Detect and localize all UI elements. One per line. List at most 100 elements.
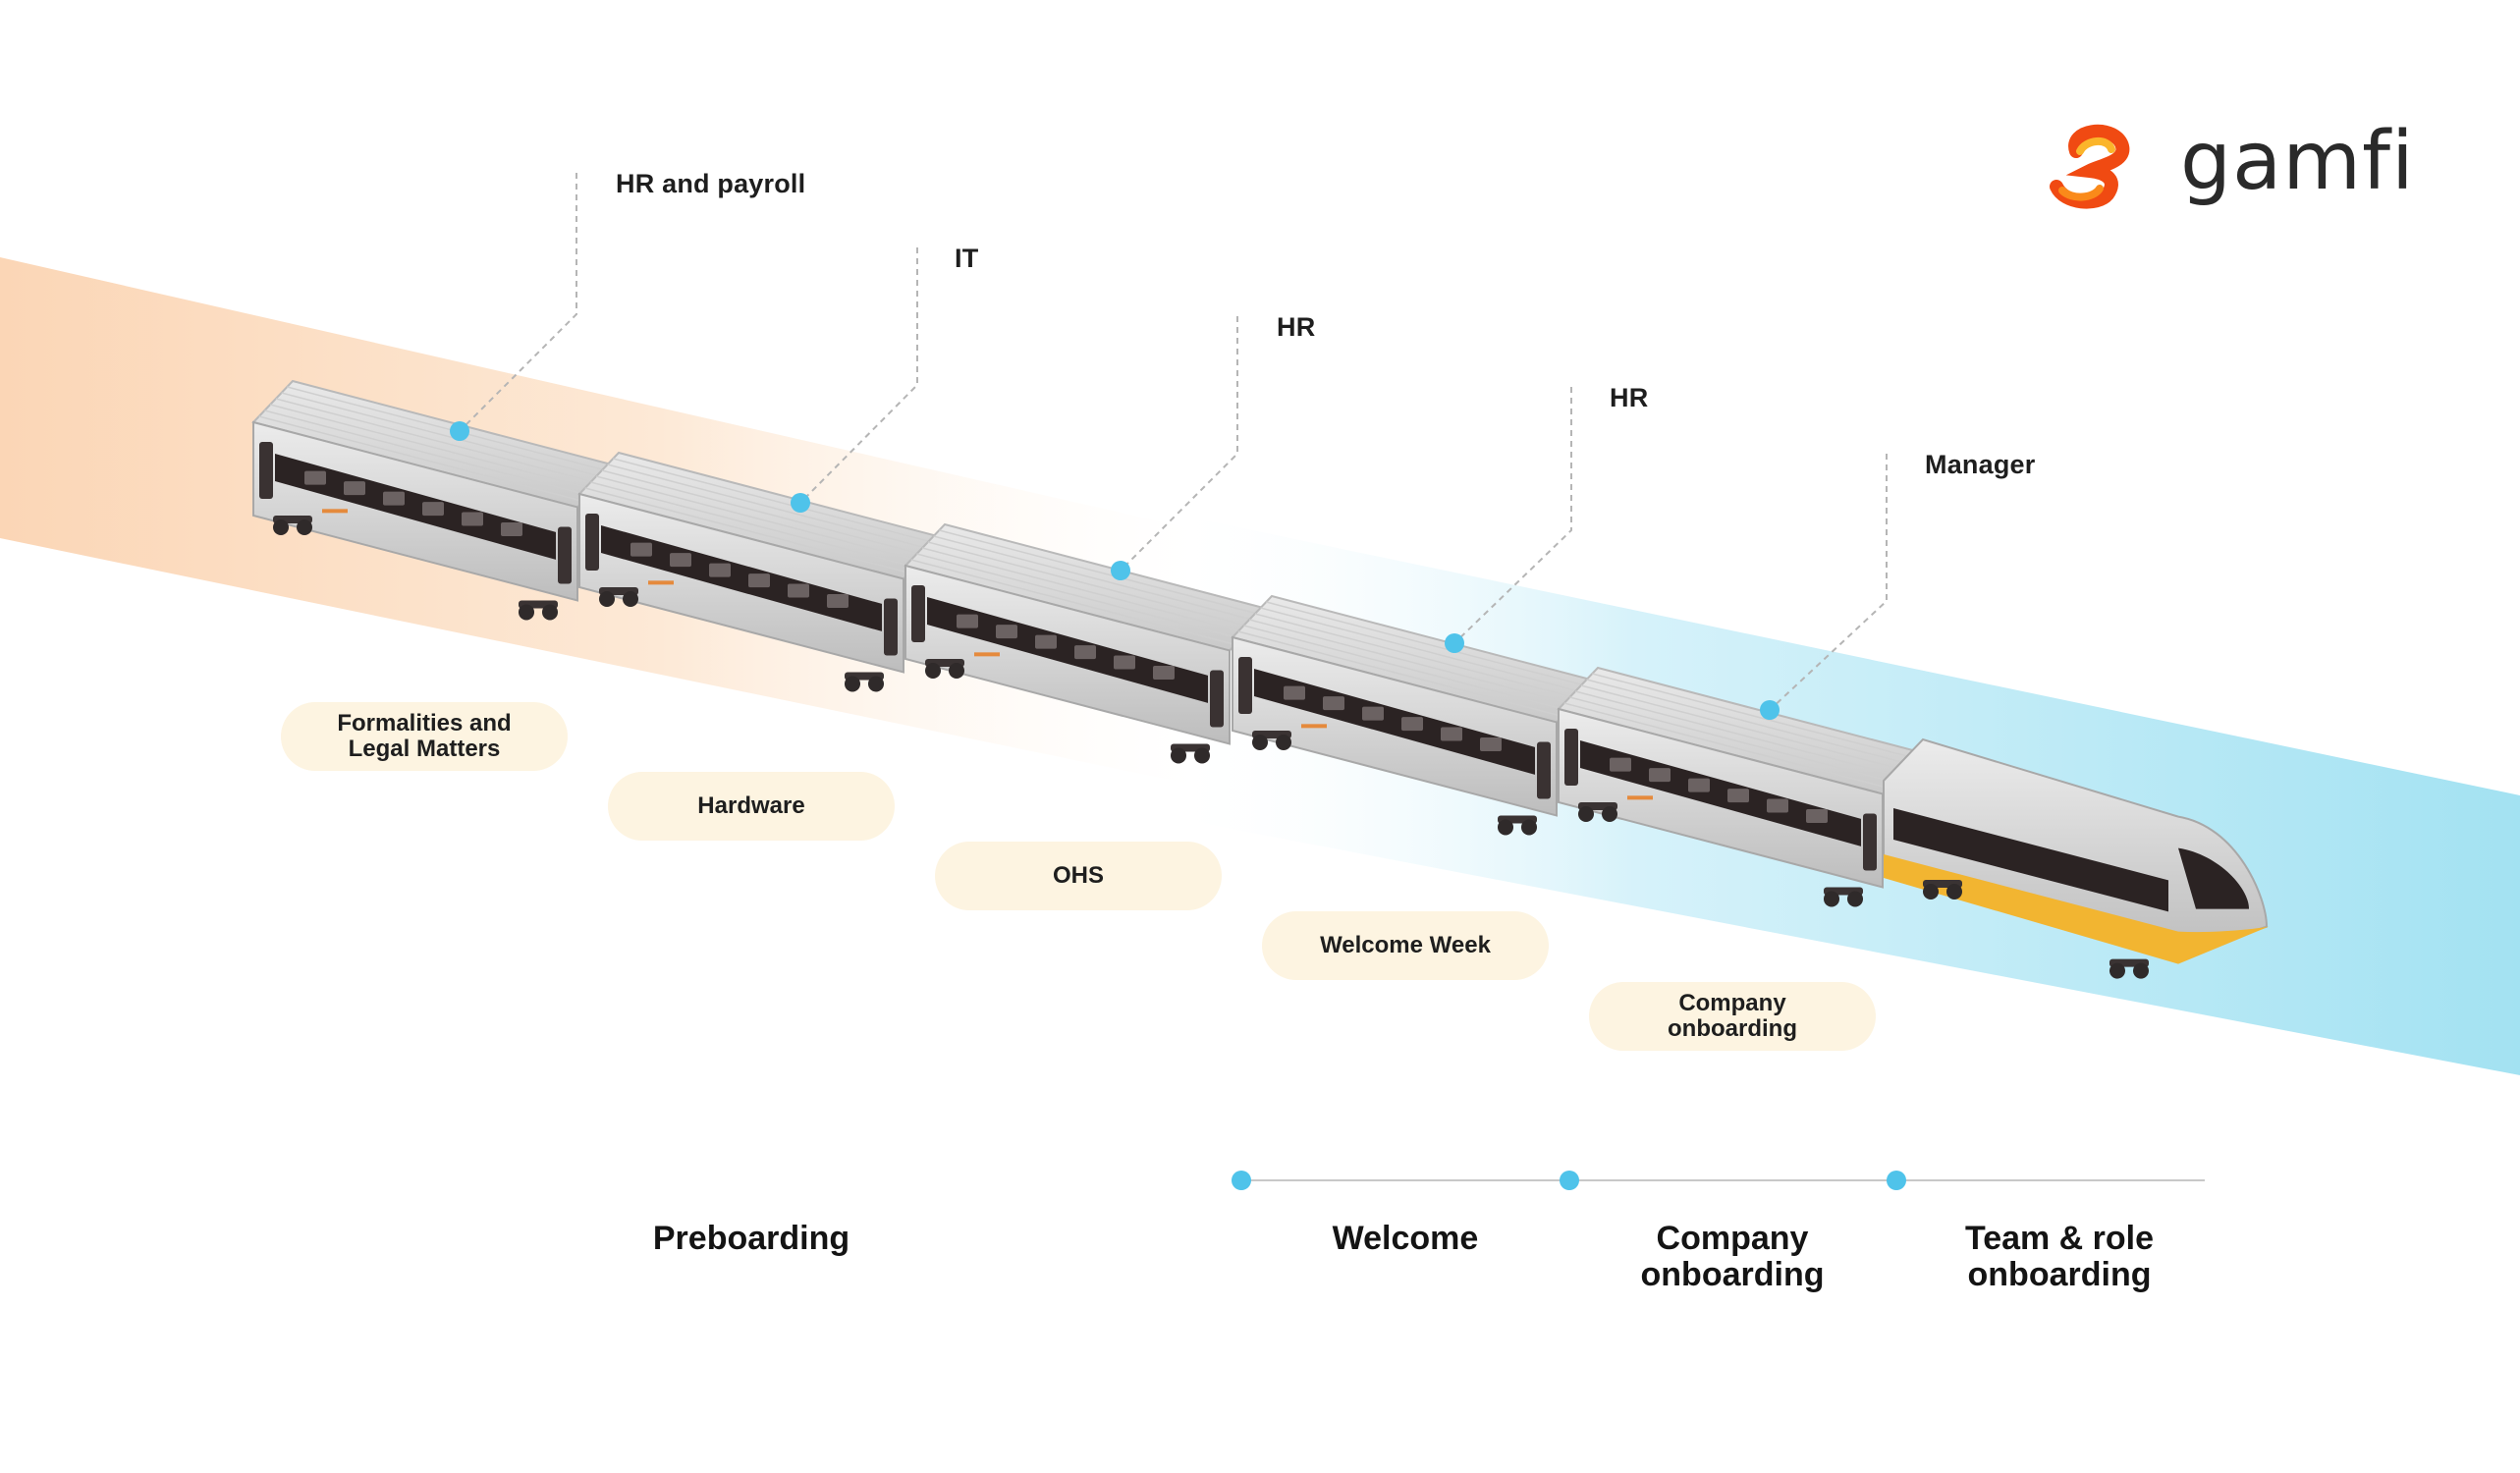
roof-ridge <box>1254 613 1580 700</box>
train-car <box>251 379 619 621</box>
roof-ridge <box>607 464 932 551</box>
car-wheel <box>1847 891 1863 907</box>
roof-ridge <box>1574 690 1900 778</box>
roof-ridge <box>264 409 589 497</box>
car-window <box>996 625 1017 639</box>
car-door <box>1210 670 1224 728</box>
car-wheel <box>845 676 860 692</box>
timeline-marker-team <box>1887 1171 1906 1190</box>
roof-ridge <box>927 541 1253 628</box>
locomotive-windshield <box>2178 847 2249 909</box>
car-wheel <box>1171 747 1186 764</box>
car-window <box>462 512 483 526</box>
car-window <box>709 563 731 577</box>
phase-label-team-role-onboarding: Team & role onboarding <box>1964 1220 2155 1293</box>
task-pill: OHS <box>935 842 1222 910</box>
car-window-strip <box>275 454 556 560</box>
locomotive-window-strip <box>1893 808 2168 912</box>
timeline-marker-welcome <box>1232 1171 1251 1190</box>
task-pill: Company onboarding <box>1589 982 1876 1051</box>
car-window <box>630 542 652 557</box>
task-pill: Hardware <box>608 772 895 841</box>
roof-ridge <box>275 398 601 485</box>
roof-ridge <box>287 386 612 473</box>
car-wheel <box>542 604 558 621</box>
leader-dot <box>791 493 810 513</box>
roof-ridge <box>1248 619 1574 706</box>
roof-ridge <box>281 392 606 479</box>
car-door <box>1537 741 1551 799</box>
car-wheel <box>1498 819 1513 836</box>
car-window <box>670 553 691 568</box>
car-door <box>1564 729 1578 786</box>
train-locomotive <box>1883 737 2269 979</box>
leader-line <box>1769 454 1888 711</box>
car-door <box>884 598 898 656</box>
car-window <box>1480 737 1502 752</box>
car-window <box>1114 655 1135 670</box>
roof-ridge <box>613 458 938 545</box>
car-detail <box>1301 724 1327 729</box>
car-window <box>304 470 326 485</box>
leader-lines <box>450 173 1888 720</box>
car-window <box>827 594 849 609</box>
car-window <box>1153 666 1175 681</box>
car-wheel <box>599 591 615 607</box>
task-pill: Welcome Week <box>1262 911 1549 980</box>
car-window <box>344 481 365 496</box>
car-door <box>585 514 599 571</box>
roof-ridge <box>258 415 583 503</box>
car-window-strip <box>601 525 882 631</box>
roof-ridge <box>1586 679 1911 766</box>
roof-ridge <box>1260 607 1585 694</box>
train-car <box>1231 594 1598 836</box>
car-window <box>788 583 809 598</box>
car-wheel <box>1252 735 1268 750</box>
roof-ridge <box>590 481 915 569</box>
locomotive-wheel <box>2133 962 2149 979</box>
car-window <box>748 573 770 588</box>
car-wheel <box>1602 806 1617 822</box>
roof-ridge <box>601 469 927 557</box>
car-door <box>259 442 273 499</box>
task-pill: Formalities and Legal Matters <box>281 702 568 771</box>
roof-ridge <box>1580 684 1906 772</box>
department-label: HR and payroll <box>616 169 806 198</box>
locomotive-wheel <box>2109 962 2125 979</box>
car-window <box>1649 768 1671 783</box>
locomotive-wheel <box>1923 884 1939 900</box>
car-door <box>1238 657 1252 714</box>
roof-ridge <box>933 535 1258 623</box>
car-wheel <box>1578 806 1594 822</box>
department-label: HR <box>1610 383 1649 412</box>
car-window <box>1610 757 1631 772</box>
car-door <box>1863 813 1877 871</box>
roof-ridge <box>269 404 595 491</box>
car-wheel <box>1824 891 1839 907</box>
car-window <box>1074 645 1096 660</box>
roof-ridge <box>1569 696 1894 784</box>
locomotive-body <box>1883 737 2269 957</box>
car-window <box>957 614 978 628</box>
car-window-strip <box>1580 740 1861 846</box>
car-window <box>1284 685 1305 700</box>
car-window <box>1035 634 1057 649</box>
department-label: HR <box>1277 312 1316 342</box>
roof-ridge <box>1592 673 1917 760</box>
train <box>251 379 2269 979</box>
roof-ridge <box>921 547 1247 634</box>
leader-line <box>1453 387 1572 644</box>
car-wheel <box>1276 735 1291 750</box>
department-label: IT <box>955 244 979 273</box>
car-wheel <box>519 604 534 621</box>
roof-ridge <box>1563 702 1889 790</box>
train-car <box>577 451 945 692</box>
car-detail <box>974 652 1000 657</box>
leader-line <box>459 173 577 432</box>
car-window <box>422 502 444 517</box>
roof-ridge <box>916 553 1241 640</box>
car-wheel <box>297 519 312 535</box>
car-window <box>1362 706 1384 721</box>
car-window <box>1806 809 1828 824</box>
